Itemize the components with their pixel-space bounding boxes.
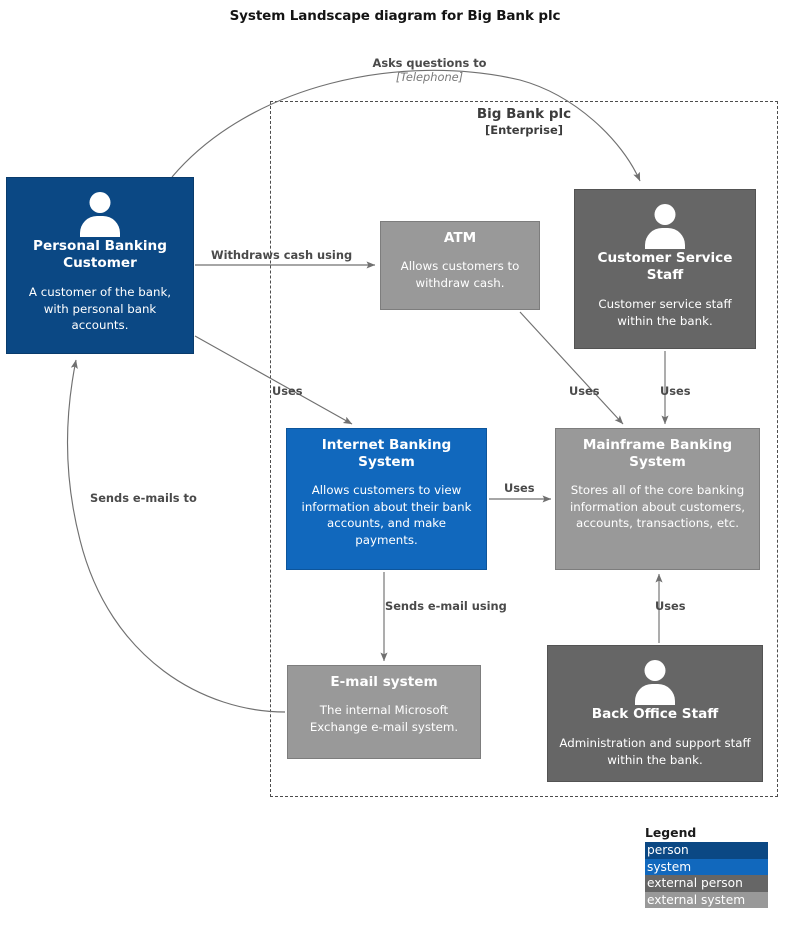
edge-label-sends-email-using: Sends e-mail using	[385, 599, 507, 613]
person-icon	[628, 660, 682, 705]
enterprise-boundary-type: [Enterprise]	[484, 123, 563, 137]
node-name: Internet Banking System	[321, 437, 452, 470]
person-icon	[638, 204, 692, 249]
node-mainframe-banking-system[interactable]: Mainframe Banking System Stores all of t…	[555, 428, 760, 570]
legend-title: Legend	[645, 825, 697, 840]
enterprise-boundary-label: Big Bank plc [Enterprise]	[270, 106, 778, 138]
edge-label-withdraws-cash-using: Withdraws cash using	[211, 248, 353, 262]
node-description: Customer service staff within the bank.	[598, 297, 732, 328]
node-description: Administration and support staff within …	[559, 736, 751, 767]
edge-label-text: Asks questions to	[372, 56, 487, 70]
person-icon	[73, 192, 127, 237]
legend-item-external-system: external system	[645, 891, 768, 908]
edge-label-technology: [Telephone]	[395, 70, 464, 84]
edge-sends-emails-to	[66, 359, 286, 713]
edge-label-asks-questions-to: Asks questions to [Telephone]	[322, 56, 537, 84]
edge-label-back-office-uses-mainframe: Uses	[655, 599, 686, 613]
legend-item-external-person: external person	[645, 875, 768, 892]
node-name: ATM	[443, 230, 477, 246]
node-name: Back Office Staff	[591, 706, 719, 722]
edge-label-atm-uses-mainframe: Uses	[569, 384, 600, 398]
legend-item-system: system	[645, 858, 768, 875]
edge-label-sends-emails-to: Sends e-mails to	[90, 491, 197, 505]
edge-label-uses-internet-banking: Uses	[272, 384, 303, 398]
edge-label-customer-service-uses-mainframe: Uses	[660, 384, 691, 398]
node-customer-service-staff[interactable]: Customer Service Staff Customer service …	[574, 189, 756, 349]
node-description: Stores all of the core banking informati…	[569, 483, 746, 530]
node-description: Allows customers to withdraw cash.	[400, 259, 520, 290]
node-atm[interactable]: ATM Allows customers to withdraw cash.	[380, 221, 540, 310]
node-back-office-staff[interactable]: Back Office Staff Administration and sup…	[547, 645, 763, 782]
node-personal-banking-customer[interactable]: Personal Banking Customer A customer of …	[6, 177, 194, 354]
enterprise-boundary-name: Big Bank plc	[476, 106, 572, 122]
legend-item-person: person	[645, 842, 768, 859]
node-name: Mainframe Banking System	[582, 437, 733, 470]
page-title: System Landscape diagram for Big Bank pl…	[229, 8, 561, 24]
node-email-system[interactable]: E-mail system The internal Microsoft Exc…	[287, 665, 481, 759]
edge-label-ibs-uses-mainframe: Uses	[504, 481, 535, 495]
node-internet-banking-system[interactable]: Internet Banking System Allows customers…	[286, 428, 487, 570]
node-name: Personal Banking Customer	[33, 238, 167, 271]
node-name: Customer Service Staff	[597, 250, 733, 283]
node-description: Allows customers to view information abo…	[301, 483, 472, 547]
node-description: The internal Microsoft Exchange e-mail s…	[309, 703, 459, 734]
node-name: E-mail system	[330, 674, 438, 690]
node-description: A customer of the bank, with personal ba…	[28, 285, 172, 332]
legend: Legend person system external person ext…	[645, 824, 768, 908]
